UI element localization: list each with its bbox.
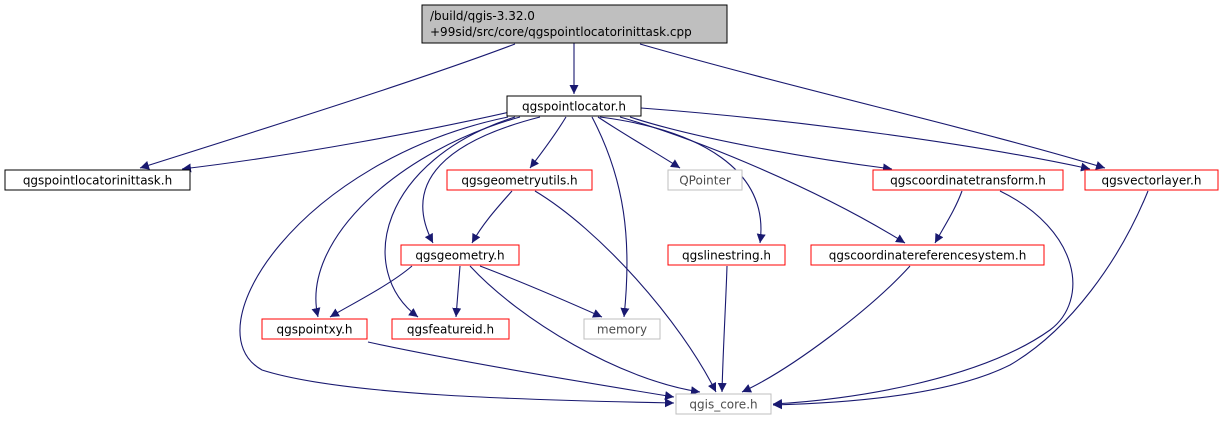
edge-geometry-to-pointxy [329, 265, 413, 318]
node-label-initttask: qgspointlocatorinittask.h [23, 174, 172, 188]
edge-linestring-to-core [717, 265, 728, 393]
edge-pointlocator-to-coordtrans [629, 116, 893, 173]
edge-geomutils-to-core [534, 190, 717, 393]
edge-pointlocator-to-memory [591, 116, 630, 318]
node-box-crs [810, 244, 1045, 266]
node-box-coordtrans [872, 169, 1064, 191]
node-core[interactable]: qgis_core.h [675, 393, 772, 415]
node-box-geometry [400, 244, 520, 266]
node-box-pointlocator [506, 95, 642, 117]
node-label-pointlocator: qgspointlocator.h [522, 100, 626, 114]
node-label-vectorlayer: qgsvectorlayer.h [1102, 174, 1202, 188]
node-label-geomutils: qgsgeometryutils.h [461, 174, 577, 188]
edge-pointlocator-to-linestring [599, 116, 766, 244]
edges-layer [139, 43, 1149, 410]
edge-geometry-to-featureid [452, 265, 462, 318]
node-box-vectorlayer [1084, 169, 1219, 191]
node-initttask[interactable]: qgspointlocatorinittask.h [4, 169, 191, 191]
edge-crs-to-core [741, 265, 911, 393]
node-box-root [421, 4, 728, 44]
edge-coordtrans-to-crs [934, 190, 963, 244]
edge-coordtrans-to-core [772, 190, 1074, 409]
node-box-geomutils [446, 169, 593, 191]
edge-vectorlayer-to-core [772, 190, 1149, 410]
edge-pointlocator-to-pointxy [311, 116, 521, 318]
nodes-layer: /build/qgis-3.32.0 +99sid/src/core/qgspoi… [4, 4, 1219, 415]
node-label-qpointer: QPointer [679, 174, 731, 188]
node-geometry[interactable]: qgsgeometry.h [400, 244, 520, 266]
node-box-core [675, 393, 772, 415]
node-pointlocator[interactable]: qgspointlocator.h [506, 95, 642, 117]
edge-pointlocator-to-initttask [181, 111, 511, 173]
node-box-featureid [391, 318, 510, 340]
node-pointxy[interactable]: qgspointxy.h [261, 318, 368, 340]
node-label-crs: qgscoordinatereferencesystem.h [829, 249, 1027, 263]
node-linestring[interactable]: qgslinestring.h [667, 244, 786, 266]
node-label-memory: memory [597, 323, 647, 337]
node-box-pointxy [261, 318, 368, 340]
node-qpointer[interactable]: QPointer [667, 169, 743, 191]
edge-pointlocator-to-vectorlayer [640, 107, 1091, 172]
node-box-memory [583, 318, 661, 340]
node-memory[interactable]: memory [583, 318, 661, 340]
node-label-geometry: qgsgeometry.h [415, 249, 504, 263]
node-label-root-line-2: +99sid/src/core/qgspointlocatorinittask.… [430, 25, 692, 39]
edge-pointlocator-to-featureid [384, 116, 516, 318]
node-root[interactable]: /build/qgis-3.32.0 +99sid/src/core/qgspoi… [421, 4, 728, 44]
edge-pointlocator-to-crs [619, 116, 906, 244]
node-label-coordtrans: qgscoordinatetransform.h [890, 174, 1046, 188]
node-geomutils[interactable]: qgsgeometryutils.h [446, 169, 593, 191]
node-featureid[interactable]: qgsfeatureid.h [391, 318, 510, 340]
node-box-linestring [667, 244, 786, 266]
node-box-initttask [4, 169, 191, 191]
node-label-featureid: qgsfeatureid.h [407, 323, 494, 337]
node-coordtrans[interactable]: qgscoordinatetransform.h [872, 169, 1064, 191]
edge-pointxy-to-core [367, 341, 675, 401]
node-label-root-line-1: /build/qgis-3.32.0 [430, 9, 535, 23]
edge-pointlocator-to-qpointer [597, 116, 681, 169]
node-crs[interactable]: qgscoordinatereferencesystem.h [810, 244, 1045, 266]
edge-geomutils-to-geometry [471, 190, 513, 244]
edge-geometry-to-memory [479, 265, 603, 318]
edge-root-to-initttask [139, 43, 516, 170]
edge-root-to-vectorlayer [639, 43, 1106, 170]
node-vectorlayer[interactable]: qgsvectorlayer.h [1084, 169, 1219, 191]
node-box-qpointer [667, 169, 743, 191]
node-label-core: qgis_core.h [689, 398, 757, 412]
edge-pointlocator-to-core [239, 116, 675, 408]
edge-pointlocator-to-geometry [422, 116, 541, 244]
edge-pointlocator-to-geomutils [529, 116, 567, 169]
node-label-linestring: qgslinestring.h [682, 249, 771, 263]
edge-geometry-to-core [469, 265, 701, 396]
node-label-pointxy: qgspointxy.h [276, 323, 352, 337]
